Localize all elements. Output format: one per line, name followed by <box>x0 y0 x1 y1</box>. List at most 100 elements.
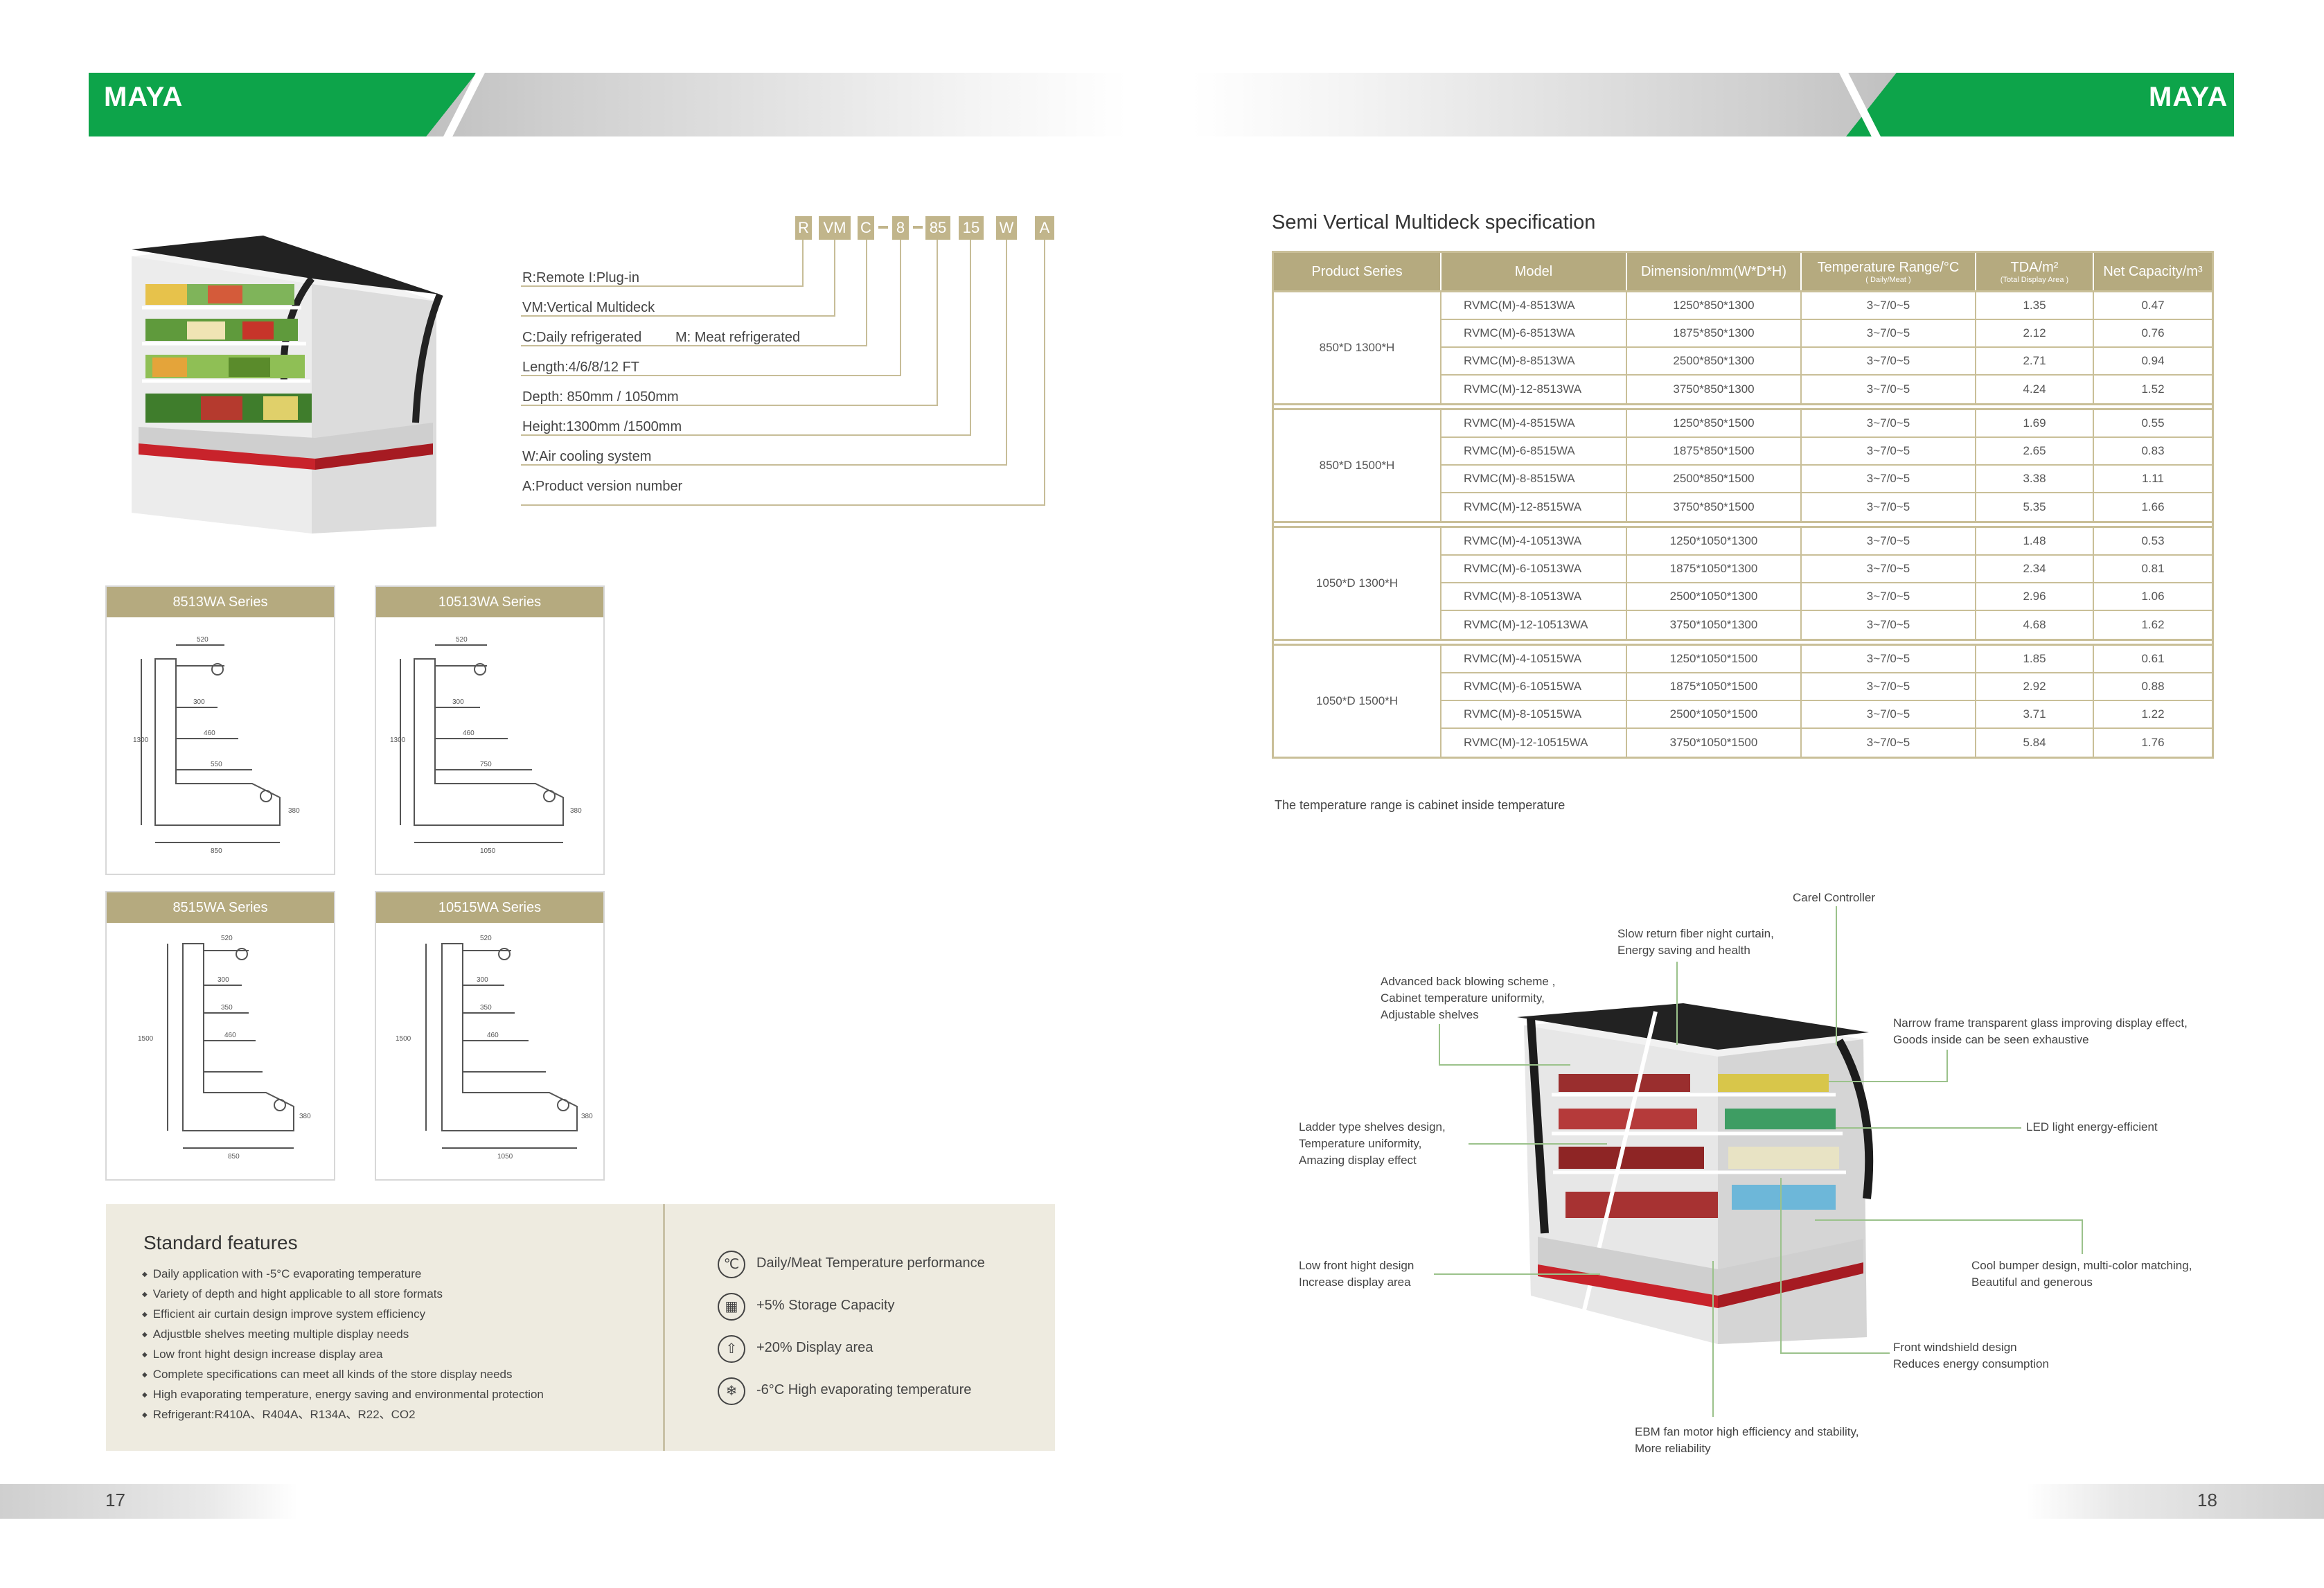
series-card-8515wa: 8515WA Series 520 1500 300 350 460 850 3… <box>105 891 335 1181</box>
dim-height: 1300 <box>133 736 149 744</box>
annotation-glass: Narrow frame transparent glass improving… <box>1893 1016 2188 1046</box>
annotation-leader <box>1836 1127 2021 1129</box>
annotation-leader <box>1439 1024 1440 1064</box>
annotation-leader <box>1780 1352 1890 1354</box>
code-legend-depth: Depth: 850mm / 1050mm <box>522 389 679 405</box>
header-green-left <box>89 73 477 136</box>
code-legend-r: R:Remote I:Plug-in <box>522 270 639 285</box>
col-net-capacity: Net Capacity/m³ <box>2103 263 2203 279</box>
feature-item: Refrigerant:R410A、R404A、R134A、R22、CO2 <box>142 1404 544 1424</box>
footer-band-right <box>2026 1484 2324 1519</box>
dim-shelf-1: 300 <box>218 976 229 984</box>
dim-top: 520 <box>197 636 209 644</box>
dim-base: 850 <box>228 1153 240 1161</box>
code-legend-height: Height:1300mm /1500mm <box>522 419 682 434</box>
code-segment-a: A <box>1035 216 1054 240</box>
feature-item: Low front hight design increase display … <box>142 1344 544 1364</box>
series-card-title: 8513WA Series <box>107 587 334 617</box>
dim-shelf-3: 460 <box>224 1032 236 1039</box>
brand-logo-right: MAYA <box>2149 82 2228 112</box>
annotation-leader <box>1780 1178 1782 1353</box>
dim-side: 380 <box>299 1113 311 1120</box>
code-segment-vm: VM <box>819 216 851 240</box>
highlight-display-area: +20% Display area <box>756 1340 873 1355</box>
code-segment-85: 85 <box>925 216 950 240</box>
highlight-storage: +5% Storage Capacity <box>756 1298 895 1313</box>
dim-shelf-1: 300 <box>477 976 488 984</box>
annotation-led: LED light energy-efficient <box>2026 1120 2158 1133</box>
series-card-title: 8515WA Series <box>107 892 334 923</box>
code-segment-15: 15 <box>959 216 984 240</box>
footer-band-left <box>0 1484 298 1519</box>
code-segment-w: W <box>996 216 1017 240</box>
series-card-10515wa: 10515WA Series 520 1500 300 350 460 1050… <box>375 891 605 1181</box>
highlight-evaporating: -6°C High evaporating temperature <box>756 1382 972 1397</box>
col-model: Model <box>1442 253 1627 290</box>
group-series: 850*D 1500*H <box>1274 410 1442 521</box>
annotation-leader <box>1815 1219 2082 1221</box>
spec-note: The temperature range is cabinet inside … <box>1275 798 1565 812</box>
standard-features-title: Standard features <box>143 1232 298 1253</box>
annotation-leader <box>1434 1273 1600 1275</box>
dim-top: 520 <box>456 636 468 644</box>
group-series: 1050*D 1500*H <box>1274 646 1442 757</box>
dim-shelf-2: 460 <box>204 730 215 737</box>
code-legend-w: W:Air cooling system <box>522 449 652 464</box>
annotation-leader <box>1946 1050 1948 1082</box>
series-card-title: 10513WA Series <box>376 587 603 617</box>
annotation-carel: Carel Controller <box>1793 891 1876 904</box>
series-card-8513wa: 8513WA Series 520 1300 300 460 550 850 3… <box>105 585 335 875</box>
code-segment-r: R <box>795 216 812 240</box>
code-leader-line <box>521 240 901 376</box>
series-drawing: 520 1500 300 350 460 1050 380 <box>396 935 593 1161</box>
annotation-leader <box>1676 962 1678 1045</box>
series-drawing: 520 1500 300 350 460 850 380 <box>138 935 311 1161</box>
dim-shelf-2: 350 <box>480 1004 492 1012</box>
code-segment-8: 8 <box>892 216 909 240</box>
annotation-leader <box>1469 1143 1607 1145</box>
header-green-right <box>1846 73 2234 136</box>
annotation-blowing: Advanced back blowing scheme ,Cabinet te… <box>1381 975 1556 1021</box>
feature-item: Variety of depth and hight applicable to… <box>142 1284 544 1304</box>
dim-top: 520 <box>221 935 233 942</box>
dim-top: 520 <box>480 935 492 942</box>
code-legend-length: Length:4/6/8/12 FT <box>522 360 640 375</box>
code-leader-line <box>521 240 867 346</box>
highlight-temperature: Daily/Meat Temperature performance <box>756 1255 985 1271</box>
dim-base: 1050 <box>480 847 496 855</box>
series-card-10513wa: 10513WA Series 520 1300 300 460 750 1050… <box>375 585 605 875</box>
page-number-left: 17 <box>105 1490 125 1510</box>
code-leader-line <box>521 240 1007 466</box>
code-legend-a: A:Product version number <box>522 479 683 494</box>
group-series: 1050*D 1300*H <box>1274 528 1442 639</box>
spec-table: Product Series Model Dimension/mm(W*D*H)… <box>1272 251 2214 759</box>
code-legend-m: M: Meat refrigerated <box>675 330 801 345</box>
dim-shelf-3: 750 <box>480 761 492 768</box>
code-legend-c: C:Daily refrigerated <box>522 330 642 345</box>
annotation-leader <box>1836 906 1837 1045</box>
storage-icon: ▦ <box>718 1293 745 1321</box>
dim-shelf-3: 460 <box>487 1032 499 1039</box>
series-card-title: 10515WA Series <box>376 892 603 923</box>
col-product-series: Product Series <box>1274 253 1442 290</box>
dim-shelf-1: 300 <box>452 698 464 706</box>
annotation-leader <box>2082 1219 2083 1254</box>
product-image-meat-multideck <box>1517 1003 1874 1344</box>
